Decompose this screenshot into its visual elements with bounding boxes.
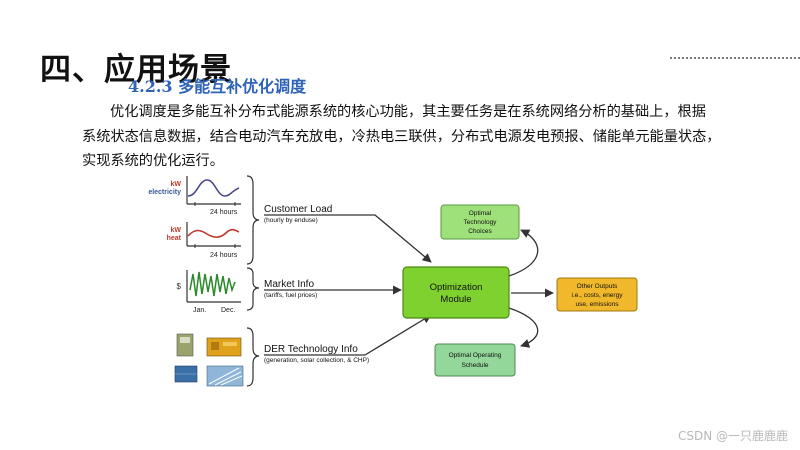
optimization-diagram: kW electricity 24 hours kW heat 24 hours…	[148, 175, 638, 387]
electricity-curve	[187, 179, 240, 197]
market-info-brace	[246, 267, 260, 311]
market-curve	[189, 271, 236, 297]
optimal-operating-schedule: Optimal Operating Schedule	[434, 343, 516, 377]
optimal-tech-line-3: Choices	[468, 228, 492, 235]
title-divider	[670, 57, 800, 59]
other-outputs-line-2: i.e., costs, energy	[572, 292, 624, 299]
heat-unit: kW	[171, 227, 182, 234]
to-tech-choices-arrow	[508, 229, 539, 277]
customer-load-label: Customer Load	[264, 204, 332, 215]
der-info-arrow	[264, 314, 432, 356]
der-technology-images	[174, 333, 244, 387]
other-outputs-line-1: Other Outputs	[577, 283, 619, 290]
heat-label: heat	[167, 235, 182, 242]
optimal-sched-line-2: Schedule	[461, 362, 488, 369]
heat-axis-label: 24 hours	[210, 252, 238, 259]
electricity-unit: kW	[171, 181, 182, 188]
optimal-tech-line-2: Technology	[464, 219, 498, 226]
other-outputs: Other Outputs i.e., costs, energy use, e…	[556, 277, 638, 312]
to-schedule-arrow	[508, 307, 539, 348]
body-line-1: 优化调度是多能互补分布式能源系统的核心功能，其主要任务是在系统网络分析的基础上，…	[110, 104, 706, 120]
optimal-sched-line-1: Optimal Operating	[449, 352, 502, 359]
body-line-3: 实现系统的优化运行。	[82, 153, 224, 169]
heat-chart: kW heat 24 hours	[167, 222, 241, 259]
other-outputs-line-3: use, emissions	[576, 301, 620, 308]
heat-curve	[187, 228, 240, 238]
watermark: CSDN @一只鹿鹿鹿	[677, 429, 788, 443]
customer-load-brace	[246, 175, 260, 265]
der-info-sublabel: (generation, solar collection, & CHP)	[264, 357, 369, 364]
optimization-line-2: Module	[440, 294, 471, 305]
customer-load-sublabel: (hourly by enduse)	[264, 217, 318, 224]
optimal-technology-choices: Optimal Technology Choices	[440, 204, 520, 240]
optimization-module: Optimization Module	[402, 266, 510, 319]
electricity-axis-label: 24 hours	[210, 209, 238, 216]
market-unit: $	[177, 282, 182, 291]
market-start-label: Jan.	[193, 307, 206, 314]
page-title: 四、应用场景	[40, 52, 232, 88]
customer-load-arrow	[264, 214, 432, 263]
market-end-label: Dec.	[221, 307, 235, 314]
section-subtitle: 4.2.3 多能互补优化调度	[128, 77, 307, 96]
der-info-label: DER Technology Info	[264, 344, 358, 355]
body-line-2: 系统状态信息数据，结合电动汽车充放电，冷热电三联供，分布式电源发电预报、储能单元…	[82, 128, 721, 145]
body-paragraph: 优化调度是多能互补分布式能源系统的核心功能，其主要任务是在系统网络分析的基础上，…	[82, 100, 772, 174]
market-info-sublabel: (tariffs, fuel prices)	[264, 292, 317, 299]
optimization-line-1: Optimization	[430, 282, 483, 293]
optimal-tech-line-1: Optimal	[469, 210, 492, 217]
der-info-brace	[246, 327, 260, 387]
market-info-label: Market Info	[264, 279, 314, 290]
market-chart: $ Jan. Dec.	[177, 270, 241, 314]
electricity-chart: kW electricity 24 hours	[148, 176, 241, 216]
electricity-label: electricity	[148, 189, 181, 196]
